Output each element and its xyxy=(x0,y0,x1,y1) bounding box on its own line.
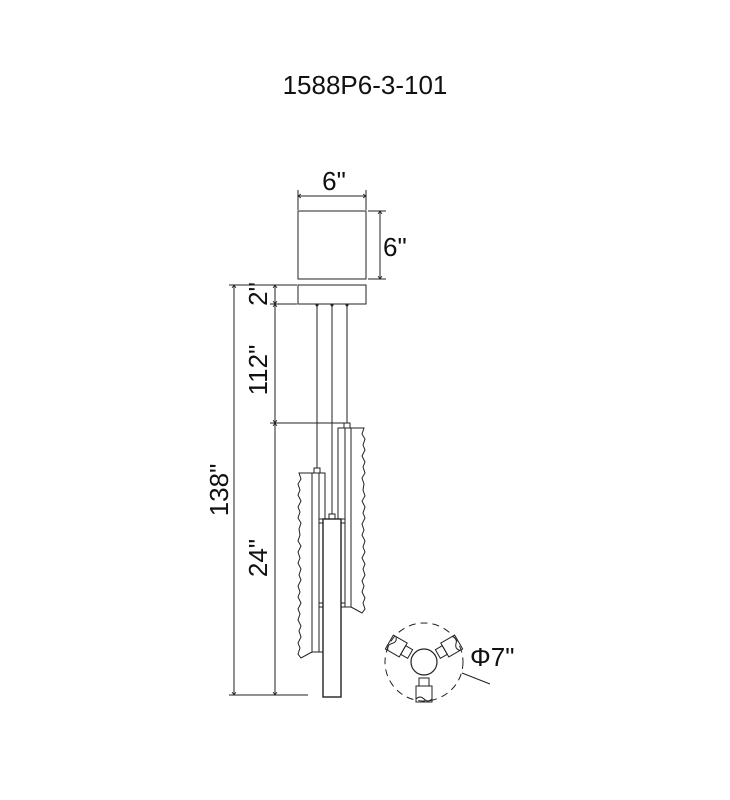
overall-height-dimension: 138" xyxy=(204,285,308,695)
canopy-box xyxy=(297,210,367,280)
bottom-view: Φ7" xyxy=(384,622,514,703)
canopy-width-label: 6" xyxy=(322,166,346,196)
overall-height-label: 138" xyxy=(204,464,234,517)
fixture-height-label: 24" xyxy=(243,539,273,577)
cable-length-label: 112" xyxy=(243,345,273,396)
suspension-cables xyxy=(315,303,349,514)
crystal-panel-right xyxy=(337,422,366,614)
canopy-height-label: 6" xyxy=(383,232,407,262)
cable-length-dimension: 112" xyxy=(243,304,346,423)
canopy-width-dimension: 6" xyxy=(298,166,366,210)
plate-height-dimension: 2" xyxy=(243,282,297,306)
diameter-label: Φ7" xyxy=(470,642,514,672)
mounting-plate xyxy=(297,284,367,305)
canopy-height-dimension: 6" xyxy=(368,211,407,279)
plate-height-label: 2" xyxy=(243,282,273,306)
fixture-height-dimension: 24" xyxy=(243,423,275,695)
product-title: 1588P6-3-101 xyxy=(283,70,448,100)
led-tube xyxy=(318,513,346,698)
crystal-panel-left xyxy=(297,467,326,659)
